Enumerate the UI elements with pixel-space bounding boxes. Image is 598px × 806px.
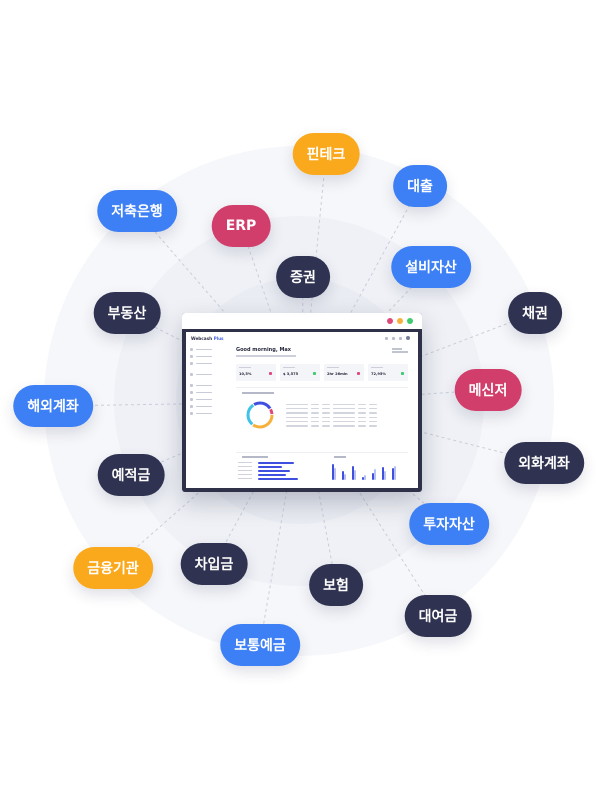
stat-card: 72,95% xyxy=(368,364,408,381)
top-bar-icons xyxy=(385,336,410,340)
column xyxy=(352,466,354,480)
label-fintech: 핀테크 xyxy=(292,133,360,175)
label-erp: ERP xyxy=(211,205,271,247)
bar xyxy=(258,470,290,472)
label-borrowings: 차입금 xyxy=(180,543,248,585)
date-block xyxy=(392,348,408,353)
panel-title xyxy=(242,456,268,458)
column xyxy=(392,468,394,480)
dashboard-screen: Webcash Plus Good morning, Max 10,5% $ 3… xyxy=(186,332,418,488)
sidebar xyxy=(190,347,230,422)
search-icon xyxy=(385,336,388,340)
bar xyxy=(258,466,282,468)
column xyxy=(382,467,384,480)
label-overseas-account: 해외계좌 xyxy=(13,385,93,427)
column xyxy=(372,473,374,480)
column xyxy=(374,469,376,480)
stat-card: 2hr 26min xyxy=(324,364,364,381)
donut-chart xyxy=(246,401,274,429)
column xyxy=(334,468,336,480)
table-row xyxy=(286,420,408,424)
table-row xyxy=(286,424,408,428)
window-titlebar xyxy=(182,313,422,329)
sidebar-item xyxy=(190,411,230,416)
performance-bars xyxy=(238,462,324,482)
label-equipment-assets: 설비자산 xyxy=(391,246,471,288)
column xyxy=(342,471,344,480)
table-row xyxy=(286,402,408,406)
table-row xyxy=(286,411,408,415)
label-real-estate: 부동산 xyxy=(93,292,161,334)
panel-title xyxy=(334,456,346,458)
greeting-subtitle xyxy=(236,355,296,357)
settings-icon xyxy=(392,336,395,340)
sidebar-item xyxy=(190,361,230,366)
panel-title xyxy=(242,392,274,394)
sidebar-item xyxy=(190,354,230,359)
label-fx-account: 외화계좌 xyxy=(504,442,584,484)
table-row xyxy=(286,406,408,410)
column xyxy=(384,471,386,480)
label-financial-institution: 금융기관 xyxy=(73,547,153,589)
column xyxy=(354,470,356,480)
column xyxy=(362,477,364,480)
column-chart xyxy=(332,460,408,484)
window-minimize-dot xyxy=(397,318,403,324)
stat-card: 10,5% xyxy=(236,364,276,381)
sidebar-item xyxy=(190,397,230,402)
column xyxy=(332,464,334,480)
stat-card: $ 3,575 xyxy=(280,364,320,381)
bar xyxy=(258,478,298,480)
label-loan: 대출 xyxy=(393,165,447,207)
window-maximize-dot xyxy=(407,318,413,324)
label-lending: 대여금 xyxy=(404,595,472,637)
dashboard-window: Webcash Plus Good morning, Max 10,5% $ 3… xyxy=(182,313,422,492)
greeting-title: Good morning, Max xyxy=(236,347,292,353)
sidebar-item xyxy=(190,383,230,388)
bar xyxy=(258,462,294,464)
label-securities: 증권 xyxy=(276,256,330,298)
sidebar-item xyxy=(190,372,230,377)
mail-icon xyxy=(399,336,402,340)
label-bonds: 채권 xyxy=(508,292,562,334)
label-insurance: 보험 xyxy=(309,564,363,606)
department-table xyxy=(286,402,408,428)
sidebar-item xyxy=(190,390,230,395)
label-investment-assets: 투자자산 xyxy=(409,503,489,545)
brand-logo: Webcash Plus xyxy=(191,336,224,341)
table-row xyxy=(286,415,408,419)
sidebar-item xyxy=(190,404,230,409)
column xyxy=(364,475,366,480)
bar xyxy=(258,474,286,476)
column xyxy=(394,466,396,480)
label-ordinary-deposit: 보통예금 xyxy=(220,624,300,666)
label-deposit: 예적금 xyxy=(97,454,165,496)
avatar xyxy=(406,336,410,340)
stat-cards: 10,5% $ 3,575 2hr 26min 72,95% xyxy=(236,364,408,381)
label-savings-bank: 저축은행 xyxy=(97,190,177,232)
column xyxy=(344,474,346,480)
sidebar-item xyxy=(190,347,230,352)
label-messenger: 메신저 xyxy=(454,369,522,411)
window-close-dot xyxy=(387,318,393,324)
